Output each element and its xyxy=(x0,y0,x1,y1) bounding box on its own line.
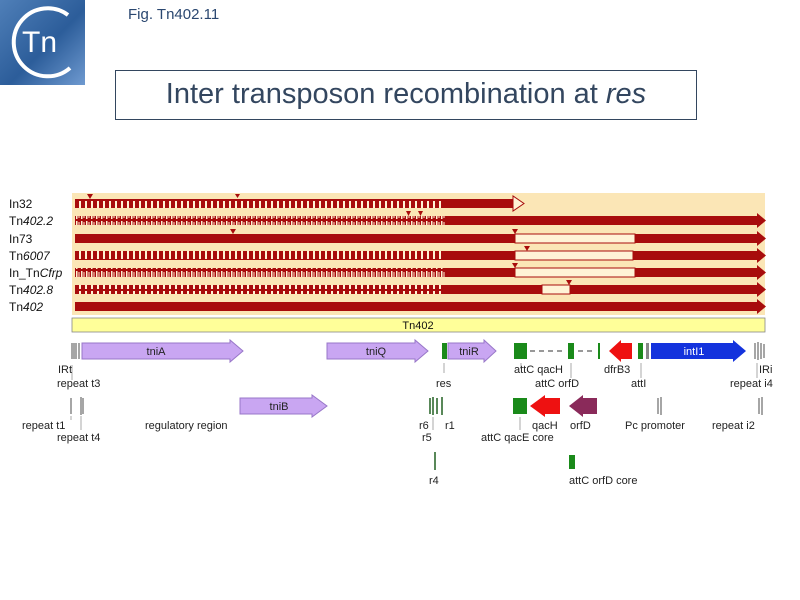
track-label-tn402: Tn402 xyxy=(9,300,44,314)
tnir-label: tniR xyxy=(459,346,479,358)
r6-label: r6 xyxy=(419,420,429,432)
track-tn402-2 xyxy=(75,211,766,228)
qach-label: qacH xyxy=(532,420,558,432)
attc-qace-core-site xyxy=(513,398,527,414)
feature-labels-row1: IRt repeat t3 res attC qacH attC orfD df… xyxy=(57,363,773,390)
repeat-i4-label: repeat i4 xyxy=(730,378,773,390)
attc-orfd-label: attC orfD xyxy=(535,378,579,390)
iri-repeat-marks xyxy=(754,342,765,360)
irt-repeat-marks xyxy=(71,343,80,359)
feature-detail-row2: tniB xyxy=(70,394,763,430)
track-label-in73: In73 xyxy=(9,232,33,246)
iri-label: IRi xyxy=(759,364,772,376)
pc-promoter-mark xyxy=(646,343,649,359)
track-label-in32: In32 xyxy=(9,197,33,211)
r4-label: r4 xyxy=(429,475,439,487)
attc-small-site xyxy=(598,343,600,359)
irt-label: IRt xyxy=(58,364,72,376)
track-tn402-8 xyxy=(75,280,766,297)
r1-label: r1 xyxy=(445,420,455,432)
repeat-i2-marks xyxy=(758,397,763,415)
orfd-gene xyxy=(569,395,597,417)
figure-label: Fig. Tn402.11 xyxy=(128,6,220,23)
feature-labels-row2: repeat t1 repeat t4 regulatory region r6… xyxy=(22,420,755,444)
regulatory-region-label: regulatory region xyxy=(145,420,228,432)
reference-bar xyxy=(71,317,766,333)
tnib-label: tniB xyxy=(270,401,289,413)
res-subsites-marks xyxy=(429,397,443,415)
repeat-t1-t4-marks xyxy=(70,397,84,415)
track-label-tn402-8: Tn402.8 xyxy=(9,283,54,297)
attc-qach-label: attC qacH xyxy=(514,364,563,376)
title-main: Inter transposon recombination at xyxy=(165,78,606,110)
atti-label: attI xyxy=(631,378,646,390)
tnir-gene xyxy=(447,338,497,364)
attc-orfd-site xyxy=(568,343,574,359)
repeat-t1-label: repeat t1 xyxy=(22,420,65,432)
attc-orfd-core-site xyxy=(569,455,575,469)
repeat-i2-label: repeat i2 xyxy=(712,420,755,432)
track-tn6007 xyxy=(75,246,766,263)
qach-gene xyxy=(530,395,560,417)
inti1-gene xyxy=(651,340,746,362)
track-label-tn402-2: Tn402.2 xyxy=(9,214,54,228)
attc-orfd-core-label: attC orfD core xyxy=(569,475,637,487)
r5-label: r5 xyxy=(422,432,432,444)
repeat-t4-label: repeat t4 xyxy=(57,432,100,444)
pc-promoter-label: Pc promoter xyxy=(625,420,685,432)
track-in73 xyxy=(75,229,766,246)
gene-map: tniA tniQ tniR intI1 xyxy=(71,338,765,364)
slide-title: Inter transposon recombination at res xyxy=(115,70,697,120)
logo: Tn xyxy=(0,0,85,85)
res-site xyxy=(442,343,447,359)
track-in-tncfrp xyxy=(75,263,766,280)
track-label-in-tncfrp: In_TnCfrp xyxy=(9,266,63,280)
reference-bar-label: Tn402 xyxy=(402,320,433,332)
tnib-gene xyxy=(239,394,328,418)
orfd-label: orfD xyxy=(570,420,591,432)
logo-text: Tn xyxy=(22,26,57,59)
title-emphasis: res xyxy=(605,78,647,110)
attc-qace-core-label: attC qacE core xyxy=(481,432,554,444)
tnia-label: tniA xyxy=(147,346,167,358)
attc-qach-site xyxy=(514,343,527,359)
res-label: res xyxy=(436,378,452,390)
pc-promoter-marks xyxy=(657,397,662,415)
tniq-label: tniQ xyxy=(366,346,387,358)
track-label-tn6007: Tn6007 xyxy=(9,249,50,263)
dfrb3-gene xyxy=(609,340,632,362)
track-in32 xyxy=(75,194,525,212)
tnia-gene xyxy=(81,338,244,364)
atti-site xyxy=(638,343,643,359)
repeat-t3-label: repeat t3 xyxy=(57,378,100,390)
dfrb3-label: dfrB3 xyxy=(604,364,630,376)
inti1-label: intI1 xyxy=(684,346,705,358)
track-tn402 xyxy=(75,299,766,314)
logo-graphic: Tn xyxy=(11,6,72,79)
tniq-gene xyxy=(326,338,429,364)
feature-detail-row3: r4 attC orfD core xyxy=(429,452,637,487)
